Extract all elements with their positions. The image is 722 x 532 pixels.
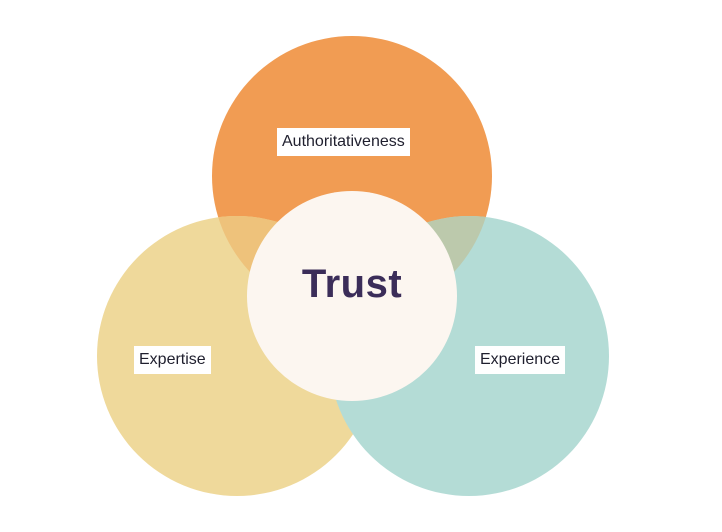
trust-center-circle bbox=[247, 191, 457, 401]
trust-label: Trust bbox=[301, 262, 403, 306]
expertise-label: Expertise bbox=[134, 346, 211, 374]
experience-label: Experience bbox=[475, 346, 566, 374]
authoritativeness-label: Authoritativeness bbox=[277, 128, 410, 156]
